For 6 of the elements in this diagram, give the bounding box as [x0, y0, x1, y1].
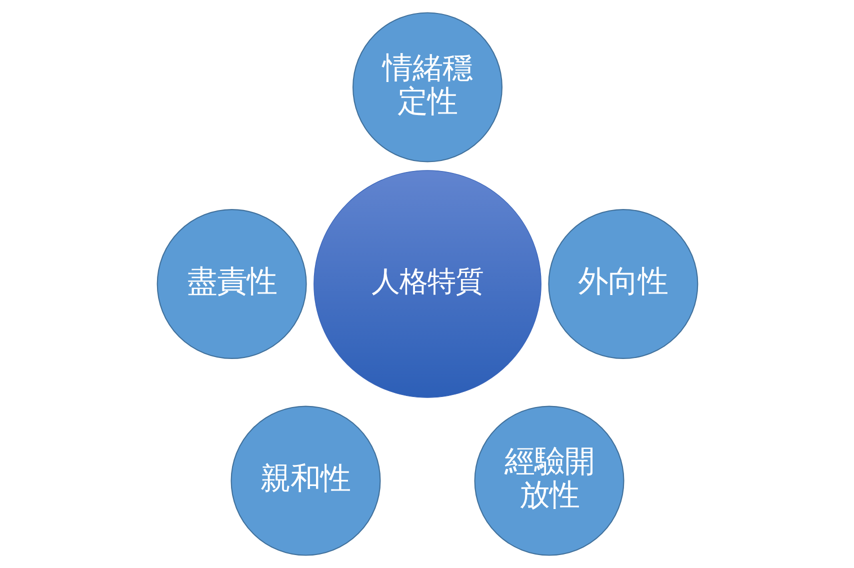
node-circle: 人格特質 [313, 170, 541, 398]
node-circle: 盡責性 [156, 208, 306, 360]
node-circle: 親和性 [230, 406, 380, 556]
node-circle: 情緒穩定性 [352, 12, 502, 162]
node-circle: 外向性 [548, 208, 698, 360]
node-circle: 經驗開放性 [474, 406, 624, 556]
